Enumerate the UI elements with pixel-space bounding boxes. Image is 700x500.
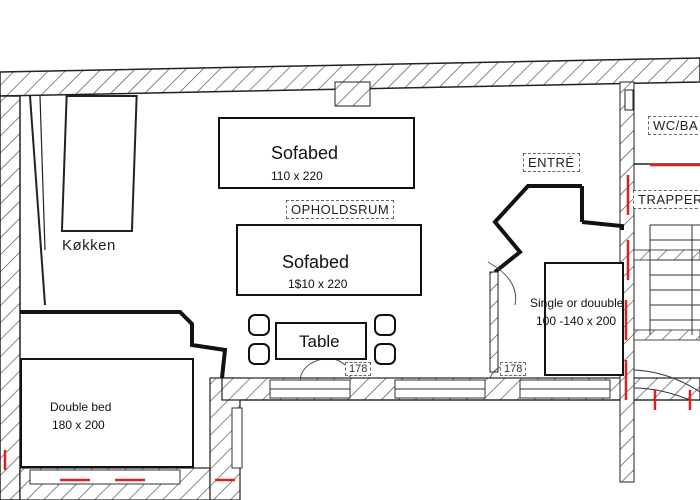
sofabed-2[interactable]: Sofabed 1$10 x 220 [236, 224, 422, 296]
chair-bottom-left [248, 343, 270, 365]
double-bed[interactable]: Double bed 180 x 200 [20, 358, 194, 468]
room-label-wc: WC/BA [648, 116, 700, 135]
top-wall [0, 57, 700, 97]
single-or-double-bed[interactable]: Single or douuble 100 -140 x 200 [530, 262, 624, 376]
door-mark-left: 178 [345, 362, 372, 376]
stairs [633, 224, 700, 401]
room-label-entry: ENTRÉ [523, 153, 580, 172]
top-vent [334, 81, 634, 111]
room-label-living: OPHOLDSRUM [286, 200, 395, 219]
sofabed-1-size: 110 x 220 [271, 169, 323, 183]
sofabed-2-label: Sofabed [282, 252, 350, 272]
kitchen-counter [29, 95, 138, 306]
chair-bottom-right [374, 343, 396, 365]
double-bed-size: 180 x 200 [52, 418, 105, 432]
kitchen-partition [20, 310, 228, 379]
chair-top-left [248, 314, 270, 336]
single-bed-label: Single or douuble [530, 296, 624, 310]
sofabed-1[interactable]: Sofabed 110 x 220 [218, 117, 415, 189]
room-label-kitchen: Køkken [62, 237, 116, 254]
door-mark-right: 178 [500, 362, 527, 376]
room-label-stairs: TRAPPER [633, 190, 700, 209]
chair-top-right [374, 314, 396, 336]
entry-partition [489, 184, 624, 373]
double-bed-label: Double bed [50, 400, 112, 414]
red-markers [3, 163, 700, 482]
sofabed-1-label: Sofabed [271, 143, 339, 163]
dining-table[interactable]: Table [275, 322, 367, 360]
single-bed-size: 100 -140 x 200 [536, 314, 617, 328]
right-wall [619, 81, 700, 483]
left-wall [0, 95, 21, 500]
sofabed-2-size: 1$10 x 220 [288, 277, 348, 291]
table-label: Table [299, 332, 340, 351]
